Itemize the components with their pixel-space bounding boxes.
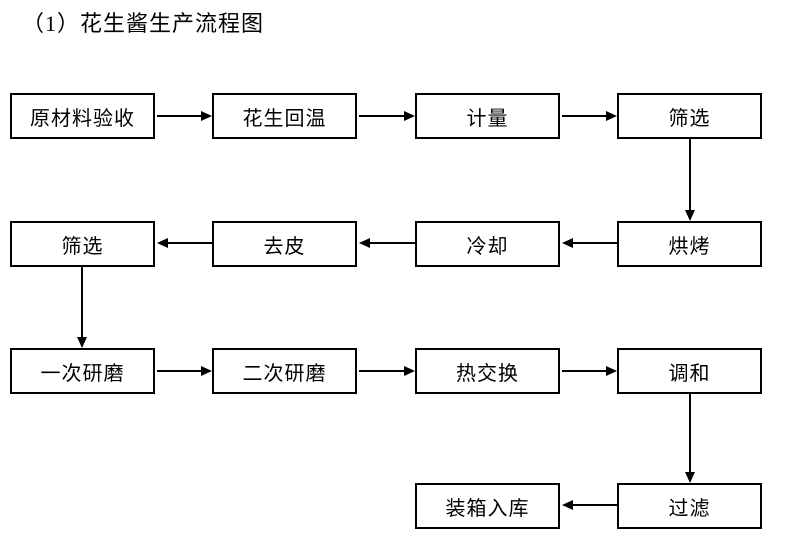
flow-node-screening-1: 筛选 (617, 93, 762, 139)
flow-node-peanut-rewarming: 花生回温 (212, 93, 357, 139)
page-title: （1）花生酱生产流程图 (22, 11, 265, 36)
arrow-grinding-to-heat-exchange-icon (359, 370, 404, 372)
flow-node-blending: 调和 (617, 348, 762, 394)
flow-node-cooling: 冷却 (415, 221, 560, 267)
arrow-measuring-to-screening1-icon (562, 115, 606, 117)
flow-node-peeling: 去皮 (212, 221, 357, 267)
flow-node-screening-2: 筛选 (10, 221, 155, 267)
arrow-filtering-to-packing-icon (573, 504, 617, 506)
arrow-screening1-to-roasting-icon (689, 139, 691, 210)
arrow-rewarming-to-measuring-icon (359, 115, 404, 117)
flow-node-second-grinding: 二次研磨 (212, 348, 357, 394)
flow-node-measuring: 计量 (415, 93, 560, 139)
arrow-roasting-to-cooling-icon (573, 242, 617, 244)
flow-node-packing-warehousing: 装箱入库 (415, 483, 560, 529)
flow-node-first-grinding: 一次研磨 (10, 348, 155, 394)
arrow-cooling-to-peeling-icon (370, 242, 415, 244)
arrow-raw-material-to-rewarming-icon (157, 115, 201, 117)
flow-node-roasting: 烘烤 (617, 221, 762, 267)
arrow-first-to-second-grinding-icon (157, 370, 201, 372)
flow-node-filtering: 过滤 (617, 483, 762, 529)
arrow-blending-to-filtering-icon (689, 394, 691, 472)
flow-node-heat-exchange: 热交换 (415, 348, 560, 394)
arrow-peeling-to-screening2-icon (168, 242, 212, 244)
flow-node-raw-material-inspection: 原材料验收 (10, 93, 155, 139)
arrow-heat-exchange-to-blending-icon (562, 370, 606, 372)
arrow-screening2-to-grinding-icon (81, 267, 83, 337)
